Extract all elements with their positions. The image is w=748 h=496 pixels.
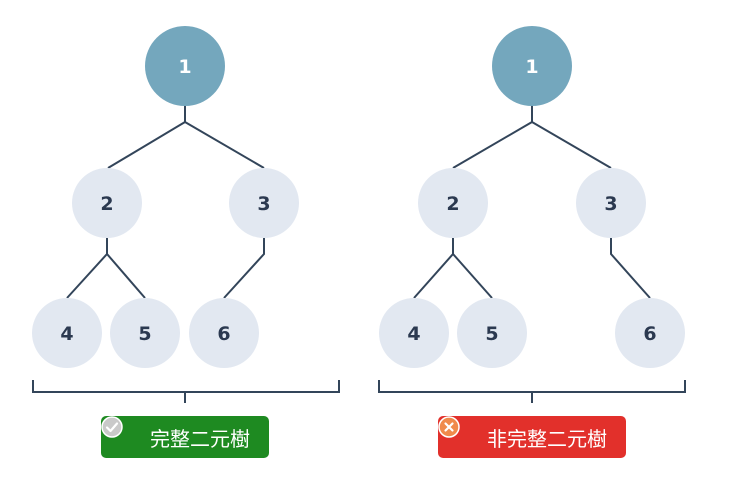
right-edge-2-4 [413,238,454,299]
left-node-4-label: 4 [60,323,73,345]
right-node-4-circle [379,298,449,368]
right-tree-nodes: 1 2 3 4 5 6 [379,26,685,368]
left-node-6-label: 6 [217,323,230,345]
left-edge-1-2 [107,104,186,169]
left-node-5-label: 5 [138,323,151,345]
right-node-2-circle [418,168,488,238]
right-tree-edges [413,104,651,299]
right-edge-1-2 [452,104,533,169]
left-edge-2-4 [66,238,108,299]
right-node-3-label: 3 [604,193,617,215]
left-node-2-label: 2 [100,193,113,215]
left-node-1-circle [145,26,225,106]
x-circle-icon [438,416,479,448]
right-node-1-label: 1 [525,56,538,78]
right-node-4-label: 4 [407,323,420,345]
right-node-3-circle [576,168,646,238]
right-edge-2-5 [452,253,493,299]
right-node-5-circle [457,298,527,368]
right-node-2-label: 2 [446,193,459,215]
incomplete-tree-badge: 非完整二元樹 [438,416,626,458]
left-edge-1-3 [184,121,265,169]
left-edge-2-5 [106,253,146,299]
left-node-5-circle [110,298,180,368]
right-node-6-label: 6 [643,323,656,345]
left-node-2-circle [72,168,142,238]
left-tree-edges [66,104,265,299]
left-edge-3-6 [223,238,265,299]
incomplete-tree-label: 非完整二元樹 [487,426,607,451]
left-node-4-circle [32,298,102,368]
complete-tree-label: 完整二元樹 [150,426,250,451]
complete-tree-badge: 完整二元樹 [101,416,269,458]
right-bracket [378,380,686,403]
check-circle-icon [101,416,142,448]
left-tree-nodes: 1 2 3 4 5 6 [32,26,299,368]
right-node-5-label: 5 [485,323,498,345]
right-node-1-circle [492,26,572,106]
left-node-3-circle [229,168,299,238]
left-node-1-label: 1 [178,56,191,78]
right-edge-3-6 [610,238,651,299]
left-bracket [32,380,340,403]
left-node-6-circle [189,298,259,368]
right-node-6-circle [615,298,685,368]
right-edge-1-3 [531,121,612,169]
left-node-3-label: 3 [257,193,270,215]
